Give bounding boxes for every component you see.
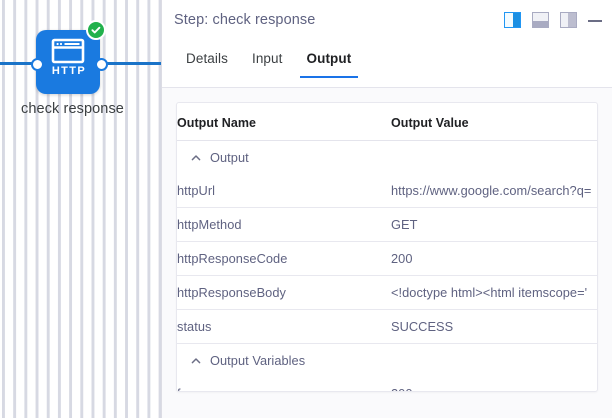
group-output-cell[interactable]: Output — [177, 141, 597, 175]
group-output-variables-cell[interactable]: Output Variables — [177, 344, 597, 378]
table-row[interactable]: httpMethod GET — [177, 207, 597, 242]
output-table: Output Name Output Value — [177, 103, 597, 391]
table-group-row[interactable]: Output Variables — [177, 344, 597, 378]
edge-incoming — [0, 62, 44, 65]
row-name: httpMethod — [177, 207, 391, 242]
row-value: 200 — [391, 377, 597, 391]
row-value: https://www.google.com/search?q= — [391, 174, 597, 208]
table-row[interactable]: foo 200 — [177, 377, 597, 391]
panel-tabs: Details Input Output — [162, 43, 612, 88]
panel-actions — [504, 12, 602, 28]
output-table-card: Output Name Output Value — [176, 102, 598, 392]
row-name: status — [177, 309, 391, 344]
table-row[interactable]: httpResponseCode 200 — [177, 241, 597, 276]
http-step-node[interactable]: HTTP — [36, 30, 100, 94]
step-details-panel: Step: check response Details Input Outpu… — [161, 0, 612, 418]
group-output-variables-label: Output Variables — [210, 353, 306, 368]
side-panel-icon[interactable] — [560, 12, 577, 28]
table-group-row[interactable]: Output — [177, 141, 597, 175]
panel-header: Step: check response — [162, 0, 612, 43]
table-header-row: Output Name Output Value — [177, 103, 597, 141]
chevron-up-icon[interactable] — [190, 355, 202, 367]
column-header-output-value: Output Value — [391, 103, 597, 141]
table-row[interactable]: status SUCCESS — [177, 309, 597, 344]
node-output-port[interactable] — [95, 58, 108, 71]
node-input-port[interactable] — [31, 58, 44, 71]
panel-title: Step: check response — [174, 12, 316, 28]
edge-outgoing — [100, 62, 161, 65]
check-circle-icon — [86, 20, 106, 40]
panel-body: Output Name Output Value — [162, 88, 612, 418]
table-row[interactable]: httpUrl https://www.google.com/search?q= — [177, 174, 597, 208]
tab-output[interactable]: Output — [295, 43, 364, 78]
tab-input[interactable]: Input — [251, 51, 283, 66]
node-caption: check response — [21, 101, 124, 117]
browser-window-icon — [36, 38, 100, 64]
node-icon-group: HTTP — [36, 38, 100, 78]
tab-details[interactable]: Details — [186, 51, 228, 66]
chevron-up-icon[interactable] — [190, 152, 202, 164]
row-value: <!doctype html><html itemscope=' — [391, 275, 597, 310]
column-header-output-name: Output Name — [177, 103, 391, 141]
node-type-label: HTTP — [51, 65, 87, 77]
row-name: foo — [177, 377, 391, 391]
workflow-canvas[interactable]: HTTP check response — [0, 0, 161, 418]
bottom-panel-icon[interactable] — [532, 12, 549, 28]
table-row[interactable]: httpResponseBody <!doctype html><html it… — [177, 275, 597, 310]
row-name: httpResponseCode — [177, 241, 391, 276]
split-panel-icon[interactable] — [504, 12, 521, 28]
minimize-icon[interactable] — [588, 13, 602, 27]
row-value: SUCCESS — [391, 309, 597, 344]
row-name: httpUrl — [177, 174, 391, 208]
row-name: httpResponseBody — [177, 275, 391, 310]
row-value: GET — [391, 207, 597, 242]
row-value: 200 — [391, 241, 597, 276]
group-output-label: Output — [210, 150, 249, 165]
